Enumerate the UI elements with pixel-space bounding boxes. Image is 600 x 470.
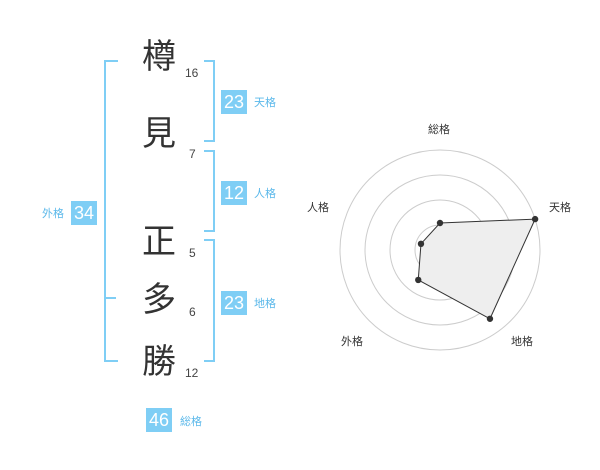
tenkaku-label: 天格 bbox=[254, 96, 276, 109]
radar-point-3 bbox=[415, 276, 422, 284]
gaikaku-score: 34 bbox=[71, 201, 97, 225]
stroke-count-3: 5 bbox=[189, 246, 196, 260]
tenkaku-bracket bbox=[204, 60, 215, 142]
radar-axis-label-gaikaku: 外格 bbox=[341, 335, 363, 348]
radar-axis-label-chikaku: 地格 bbox=[511, 335, 533, 348]
outer-bracket-divider bbox=[104, 297, 116, 299]
tenkaku-score: 23 bbox=[221, 90, 247, 114]
name-char-1: 樽 bbox=[142, 37, 176, 77]
stroke-count-2: 7 bbox=[189, 147, 196, 161]
name-char-2: 見 bbox=[142, 114, 176, 154]
chikaku-label: 地格 bbox=[254, 297, 276, 310]
radar-axis-label-jinkaku: 人格 bbox=[307, 201, 329, 214]
radar-point-4 bbox=[417, 240, 425, 248]
name-char-5: 勝 bbox=[142, 342, 176, 382]
chikaku-bracket bbox=[204, 239, 215, 362]
name-char-3: 正 bbox=[142, 222, 176, 262]
radar-point-1 bbox=[531, 215, 539, 223]
stroke-count-5: 12 bbox=[185, 366, 199, 380]
radar-axis-label-soukaku: 総格 bbox=[428, 123, 450, 136]
name-char-4: 多 bbox=[142, 280, 176, 320]
jinkaku-score: 12 bbox=[221, 181, 247, 205]
jinkaku-label: 人格 bbox=[254, 187, 276, 200]
gaikaku-label: 外格 bbox=[42, 207, 64, 220]
chikaku-score: 23 bbox=[221, 291, 247, 315]
radar-point-0 bbox=[436, 219, 444, 227]
radar-axis-label-tenkaku: 天格 bbox=[549, 201, 571, 214]
soukaku-score: 46 bbox=[146, 408, 172, 432]
stroke-count-4: 6 bbox=[189, 305, 196, 319]
radar-polygon bbox=[417, 218, 536, 320]
radar-point-2 bbox=[486, 315, 494, 322]
outer-bracket bbox=[104, 60, 118, 362]
soukaku-label: 総格 bbox=[180, 415, 202, 428]
stroke-count-1: 16 bbox=[185, 66, 199, 80]
jinkaku-bracket bbox=[204, 150, 215, 232]
radar-ring-4 bbox=[339, 149, 541, 351]
